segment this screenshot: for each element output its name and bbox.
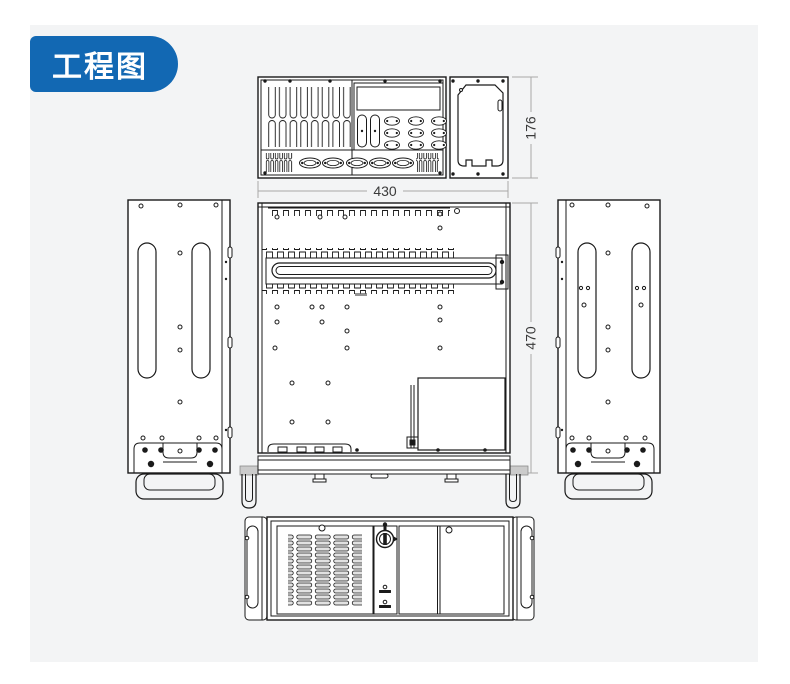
cross-brace (262, 248, 509, 296)
power-button-icon (379, 584, 391, 593)
tiny-marking (355, 293, 367, 296)
dimension-height-label: 176 (523, 116, 539, 140)
dimension-depth: 470 (512, 202, 539, 474)
rear-screws (263, 79, 442, 175)
side-view-right (555, 199, 661, 500)
dimension-depth-label: 470 (523, 326, 539, 350)
dimension-height: 176 (512, 76, 539, 179)
side-bottom-bracket (133, 442, 223, 473)
side-view-left (127, 199, 233, 500)
front-vent-grille (288, 534, 362, 606)
reset-button-icon (379, 599, 391, 608)
rear-io-window (356, 86, 441, 111)
rack-ear-left (244, 516, 268, 621)
front-view (266, 516, 514, 621)
section-badge-label: 工程图 (52, 51, 148, 84)
rear-bottom-ports (265, 153, 439, 172)
psu-area-top (406, 377, 506, 451)
side-slot (137, 242, 157, 379)
front-panel-edge (239, 448, 529, 483)
side-screw-holes (138, 202, 219, 441)
side-handle (135, 473, 224, 500)
side-view-right-extra-holes (578, 285, 647, 308)
drive-bay-door (398, 525, 505, 615)
vent-door (276, 525, 374, 615)
section-badge: 工程图 (30, 36, 178, 92)
chassis-floor-holes (272, 211, 443, 425)
key-lock-icon (375, 522, 398, 549)
side-slot (191, 242, 211, 379)
expansion-slots (266, 87, 352, 147)
rack-ear-right (511, 516, 535, 621)
rear-view (257, 76, 509, 179)
front-handles-top (241, 474, 521, 509)
dimension-width: 430 (257, 181, 509, 199)
top-view (239, 202, 529, 509)
rear-io-connectors (357, 114, 447, 150)
card-guide-rail (268, 207, 450, 216)
psu-bay (449, 76, 509, 179)
front-inner-bracket (267, 443, 352, 453)
dimension-width-label: 430 (373, 183, 397, 199)
